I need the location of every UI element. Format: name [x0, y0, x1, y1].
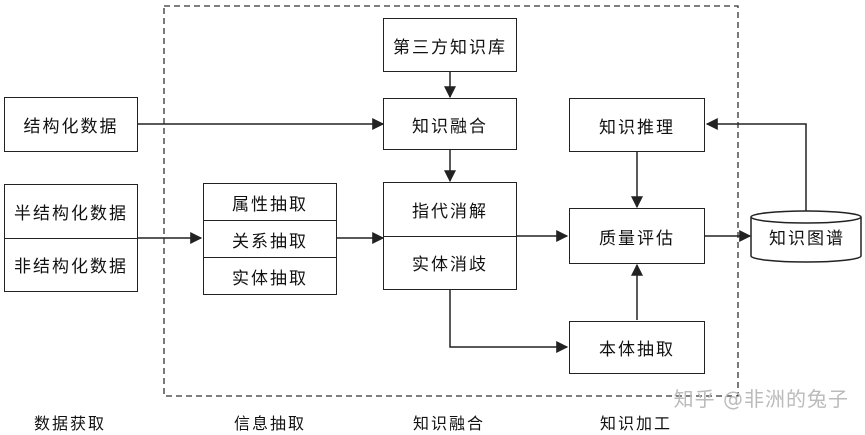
attribute-extraction-label: 属性抽取: [232, 194, 308, 215]
knowledge-graph-label: 知识图谱: [769, 228, 845, 249]
stage-knowledge-fusion: 知识融合: [413, 414, 486, 433]
knowledge-reasoning-box: 知识推理: [569, 98, 705, 152]
stage-information-extraction: 信息抽取: [234, 414, 307, 433]
semi-unstructured-data-box: 半结构化数据 非结构化数据: [4, 184, 138, 292]
watermark: 知乎 @非洲的兔子: [673, 387, 849, 411]
structured-data-label: 结构化数据: [23, 117, 119, 137]
arrow-fusion-to-ontology: [449, 290, 569, 353]
quality-assessment-label: 质量评估: [599, 228, 675, 249]
entity-extraction-label: 实体抽取: [204, 257, 336, 294]
semi-structured-data-label: 半结构化数据: [14, 203, 128, 224]
stage-data-acquisition: 数据获取: [34, 414, 107, 433]
relation-extraction-label: 关系抽取: [204, 220, 336, 257]
processing-boundary: [163, 5, 739, 397]
coreference-resolution-label: 指代消解: [412, 201, 488, 222]
third-party-kb-label: 第三方知识库: [393, 37, 507, 58]
entity-disambiguation-label: 实体消歧: [384, 235, 516, 290]
knowledge-reasoning-label: 知识推理: [599, 117, 675, 138]
knowledge-fusion-label: 知识融合: [412, 116, 488, 137]
disambiguation-box: 指代消解 实体消歧: [383, 182, 517, 290]
third-party-kb-box: 第三方知识库: [383, 18, 517, 72]
ontology-extraction-label: 本体抽取: [599, 340, 675, 360]
quality-assessment-box: 质量评估: [569, 208, 705, 264]
structured-data-box: 结构化数据: [4, 97, 138, 152]
knowledge-graph-cylinder: [750, 210, 862, 263]
stage-knowledge-processing: 知识加工: [600, 414, 673, 433]
knowledge-fusion-box: 知识融合: [383, 98, 517, 150]
arrow-kg-to-reasoning: [705, 118, 807, 211]
information-extraction-box: 属性抽取 关系抽取 实体抽取: [203, 183, 337, 295]
ontology-extraction-box: 本体抽取: [569, 321, 705, 374]
unstructured-data-label: 非结构化数据: [5, 237, 137, 292]
